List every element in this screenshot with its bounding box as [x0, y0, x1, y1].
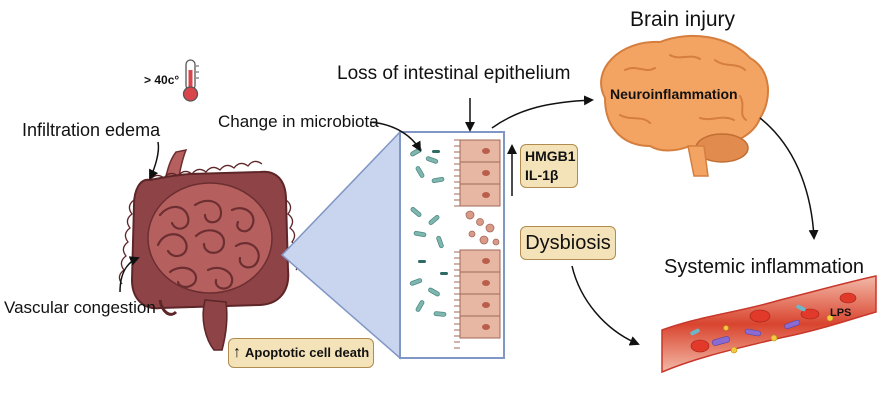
- dysbiosis-box: Dysbiosis: [520, 226, 616, 260]
- lps-label: LPS: [830, 307, 852, 319]
- up-arrow-icon: ↑: [233, 344, 241, 361]
- systemic-inflammation-label: Systemic inflammation: [664, 256, 865, 278]
- neuroinflammation-label: Neuroinflammation: [610, 86, 738, 102]
- arrow-brain-to-systemic: [759, 117, 819, 240]
- il1b-label: IL-1β: [525, 167, 559, 183]
- apoptotic-label: Apoptotic cell death: [245, 345, 370, 360]
- cytokines-box: HMGB1 IL-1β: [520, 144, 578, 188]
- temperature-label: > 40c°: [144, 73, 180, 87]
- apoptotic-box: ↑ Apoptotic cell death: [228, 338, 374, 368]
- zoom-cone: [280, 130, 401, 360]
- change-microbiota-label: Change in microbiota: [218, 112, 379, 131]
- hmgb1-label: HMGB1: [525, 148, 576, 164]
- arrow-edema: [149, 141, 160, 180]
- loss-epithelium-label: Loss of intestinal epithelium: [337, 63, 571, 84]
- brain-injury-label: Brain injury: [630, 8, 736, 31]
- arrow-congestion: [119, 256, 140, 293]
- intestine-illustration: [118, 148, 300, 351]
- blood-vessel-illustration: [661, 275, 877, 374]
- arrows: [119, 95, 819, 346]
- thermometer-icon: [182, 59, 199, 102]
- arrow-microbiota: [369, 121, 421, 152]
- arrow-dysbiosis-to-vessel: [571, 265, 640, 346]
- arrow-to-brain: [491, 95, 594, 129]
- brain-illustration: [600, 34, 770, 177]
- infiltration-edema-label: Infiltration edema: [22, 120, 161, 140]
- vascular-congestion-label: Vascular congestion: [4, 298, 156, 317]
- epithelium-panel: [399, 131, 505, 359]
